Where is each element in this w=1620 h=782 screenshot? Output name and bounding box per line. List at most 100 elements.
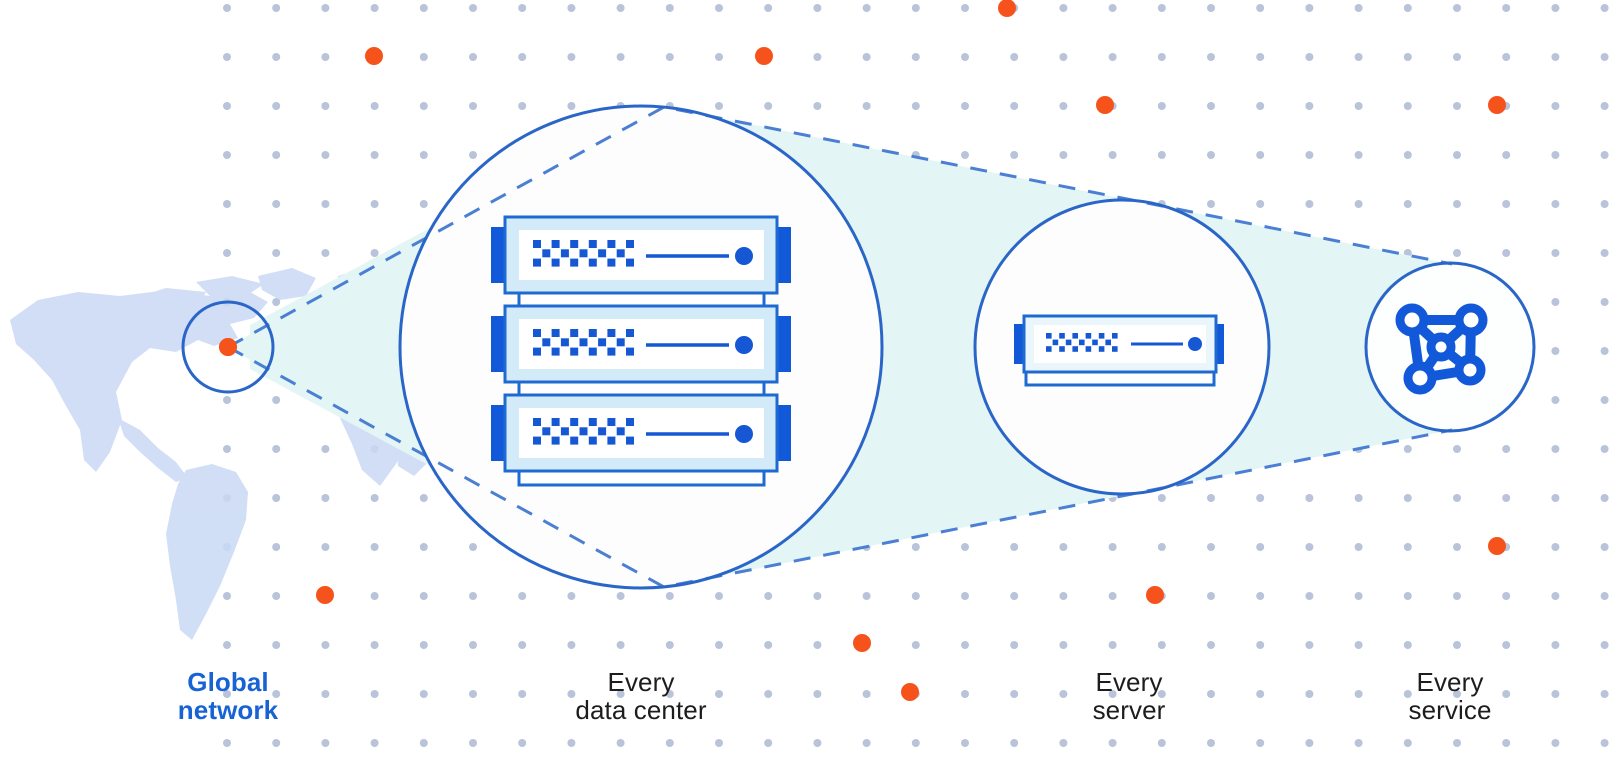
grid-dot bbox=[567, 592, 576, 600]
grid-dot bbox=[419, 592, 428, 600]
grid-dot bbox=[1256, 641, 1265, 649]
server-led bbox=[1098, 333, 1105, 339]
grid-dot bbox=[223, 641, 231, 649]
orange-accent-dot bbox=[755, 47, 773, 65]
grid-dot bbox=[567, 641, 576, 649]
grid-dot bbox=[1256, 494, 1265, 502]
grid-dot bbox=[272, 641, 281, 649]
node-top-right bbox=[1454, 303, 1488, 337]
orange-accent-dot bbox=[219, 338, 237, 356]
grid-dot bbox=[911, 592, 920, 600]
grid-dot bbox=[1354, 494, 1363, 502]
grid-dot bbox=[961, 592, 969, 600]
network-graph-icon bbox=[1395, 303, 1488, 395]
grid-dot bbox=[419, 739, 428, 747]
server-led bbox=[1059, 333, 1065, 339]
grid-dot bbox=[1600, 494, 1609, 502]
grid-dot bbox=[1059, 102, 1068, 110]
orange-accent-dot bbox=[365, 47, 383, 65]
grid-dot bbox=[1453, 151, 1461, 159]
server-led bbox=[570, 329, 579, 337]
grid-dot bbox=[1403, 151, 1412, 159]
server-led bbox=[551, 347, 560, 356]
grid-dot bbox=[1157, 690, 1166, 698]
grid-dot bbox=[321, 200, 330, 208]
circle-outline-server bbox=[973, 198, 1271, 496]
grid-dot bbox=[1305, 494, 1314, 502]
grid-dot bbox=[764, 690, 773, 698]
grid-dot bbox=[1403, 53, 1412, 61]
grid-dot bbox=[1305, 641, 1314, 649]
grid-dot bbox=[715, 4, 723, 12]
grid-dot bbox=[518, 739, 527, 747]
server-led bbox=[1052, 339, 1059, 346]
server-led bbox=[626, 258, 634, 267]
grid-dot bbox=[370, 690, 379, 698]
server-led bbox=[607, 258, 616, 267]
server-led bbox=[579, 338, 588, 347]
server-led bbox=[616, 427, 625, 436]
grid-dot bbox=[764, 102, 773, 110]
grid-dot bbox=[1305, 690, 1314, 698]
grid-dot bbox=[518, 592, 527, 600]
grid-dot bbox=[1453, 494, 1461, 502]
grid-dot bbox=[1453, 249, 1461, 257]
dashed-connector-lines bbox=[227, 105, 1453, 589]
server-led bbox=[1112, 333, 1118, 339]
grid-dot bbox=[272, 543, 281, 551]
grid-dot bbox=[1453, 445, 1461, 453]
grid-dot bbox=[1108, 53, 1117, 61]
grid-dot bbox=[1600, 298, 1609, 306]
grid-dot bbox=[1256, 102, 1265, 110]
grid-dot bbox=[911, 102, 920, 110]
grid-dot bbox=[961, 151, 969, 159]
grid-dot bbox=[1403, 445, 1412, 453]
server-led bbox=[588, 436, 597, 445]
server-led bbox=[1092, 339, 1098, 346]
grid-dot bbox=[764, 739, 773, 747]
grid-dot bbox=[715, 102, 723, 110]
grid-dot bbox=[469, 102, 477, 110]
server-led bbox=[533, 329, 541, 337]
grid-dot bbox=[1305, 4, 1314, 12]
dashed-line-lower bbox=[227, 345, 1453, 589]
grid-dot bbox=[961, 690, 969, 698]
grid-dot bbox=[1600, 641, 1609, 649]
grid-dot bbox=[1551, 592, 1560, 600]
grid-dot bbox=[272, 445, 281, 453]
grid-dot bbox=[1600, 396, 1609, 404]
grid-dot bbox=[223, 53, 231, 61]
grid-dot bbox=[1207, 102, 1215, 110]
orange-accent-dot bbox=[998, 0, 1016, 17]
grid-dot bbox=[1256, 151, 1265, 159]
server-led bbox=[598, 249, 607, 258]
grid-dot bbox=[911, 641, 920, 649]
grid-dot bbox=[1600, 200, 1609, 208]
grid-dot bbox=[1551, 200, 1560, 208]
grid-dot bbox=[419, 641, 428, 649]
grid-dot bbox=[1551, 641, 1560, 649]
server-led bbox=[1112, 346, 1118, 352]
grid-dot bbox=[1157, 739, 1166, 747]
grid-dot bbox=[813, 53, 822, 61]
grid-dot bbox=[1600, 53, 1609, 61]
grid-dot bbox=[1354, 641, 1363, 649]
grid-dot bbox=[665, 53, 674, 61]
grid-dot bbox=[321, 151, 330, 159]
grid-dot bbox=[1059, 151, 1068, 159]
server-led bbox=[1079, 339, 1085, 346]
grid-dot bbox=[1059, 641, 1068, 649]
grid-dot bbox=[567, 739, 576, 747]
server-led bbox=[533, 258, 541, 267]
grid-dot bbox=[272, 592, 281, 600]
grid-dot bbox=[911, 739, 920, 747]
server-led bbox=[560, 427, 569, 436]
grid-dot bbox=[567, 690, 576, 698]
grid-dot bbox=[1403, 102, 1412, 110]
server-led bbox=[626, 436, 634, 445]
network-graph-nodes bbox=[1395, 303, 1488, 395]
grid-dot bbox=[862, 690, 871, 698]
grid-dot bbox=[1551, 396, 1560, 404]
grid-dot bbox=[1600, 249, 1609, 257]
grid-dot bbox=[911, 4, 920, 12]
